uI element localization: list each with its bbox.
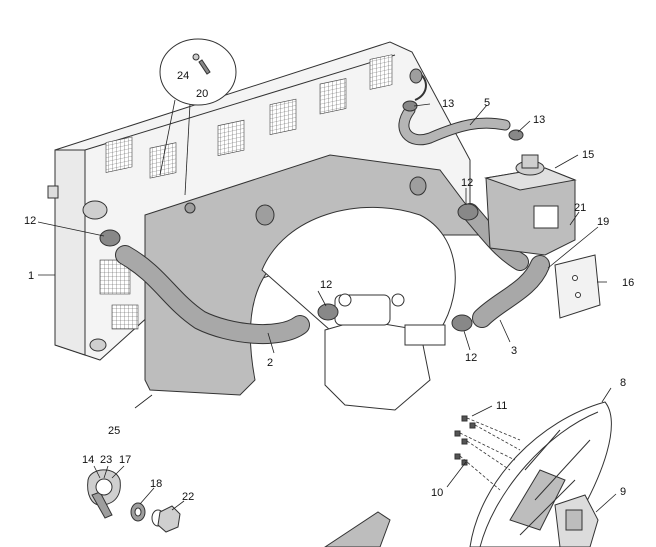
- callout-13a: 13: [442, 98, 454, 110]
- callout-1: 1: [28, 270, 34, 282]
- callout-20: 20: [196, 88, 208, 100]
- callout-labels: 1 2 3 5 8 9 10 11 12 12 12 12 13 13 14 2…: [24, 70, 634, 503]
- callout-17: 17: [119, 454, 131, 466]
- callout-16: 16: [622, 277, 634, 289]
- callout-12c: 12: [465, 352, 477, 364]
- filler-neck-ring: [409, 68, 423, 84]
- mounting-hardware: [87, 469, 181, 533]
- partial-bracket: [324, 511, 391, 547]
- callout-12d: 12: [461, 177, 473, 189]
- hose-clamp: [99, 100, 524, 332]
- callout-8: 8: [620, 377, 626, 389]
- radiator-core-grille: [99, 54, 395, 330]
- callout-12a: 12: [24, 215, 36, 227]
- tank-bracket: [554, 254, 601, 319]
- callout-11: 11: [496, 400, 507, 412]
- callout-25: 25: [108, 425, 120, 437]
- lower-hose-fill: [116, 246, 309, 343]
- water-pump-housing: [324, 293, 446, 411]
- callout-21: 21: [574, 202, 586, 214]
- callout-18: 18: [150, 478, 162, 490]
- callout-15: 15: [582, 149, 594, 161]
- callout-5: 5: [484, 97, 490, 109]
- callout-2: 2: [267, 357, 273, 369]
- expansion-tank: [484, 154, 577, 256]
- fan-bolts: [454, 415, 521, 491]
- callout-22: 22: [182, 491, 194, 503]
- callout-3: 3: [511, 345, 517, 357]
- callout-9: 9: [620, 486, 626, 498]
- hose-3-fill: [473, 256, 549, 327]
- callout-24: 24: [177, 70, 189, 82]
- overflow-pipe-fill: [399, 105, 510, 145]
- leader-lines: [37, 103, 617, 513]
- callout-10: 10: [431, 487, 443, 499]
- fan-motor: [554, 494, 599, 547]
- callout-13b: 13: [533, 114, 545, 126]
- callout-12b: 12: [320, 279, 332, 291]
- detail-inset: [159, 38, 237, 196]
- callout-23: 23: [100, 454, 112, 466]
- callout-14: 14: [82, 454, 94, 466]
- callout-19: 19: [597, 216, 609, 228]
